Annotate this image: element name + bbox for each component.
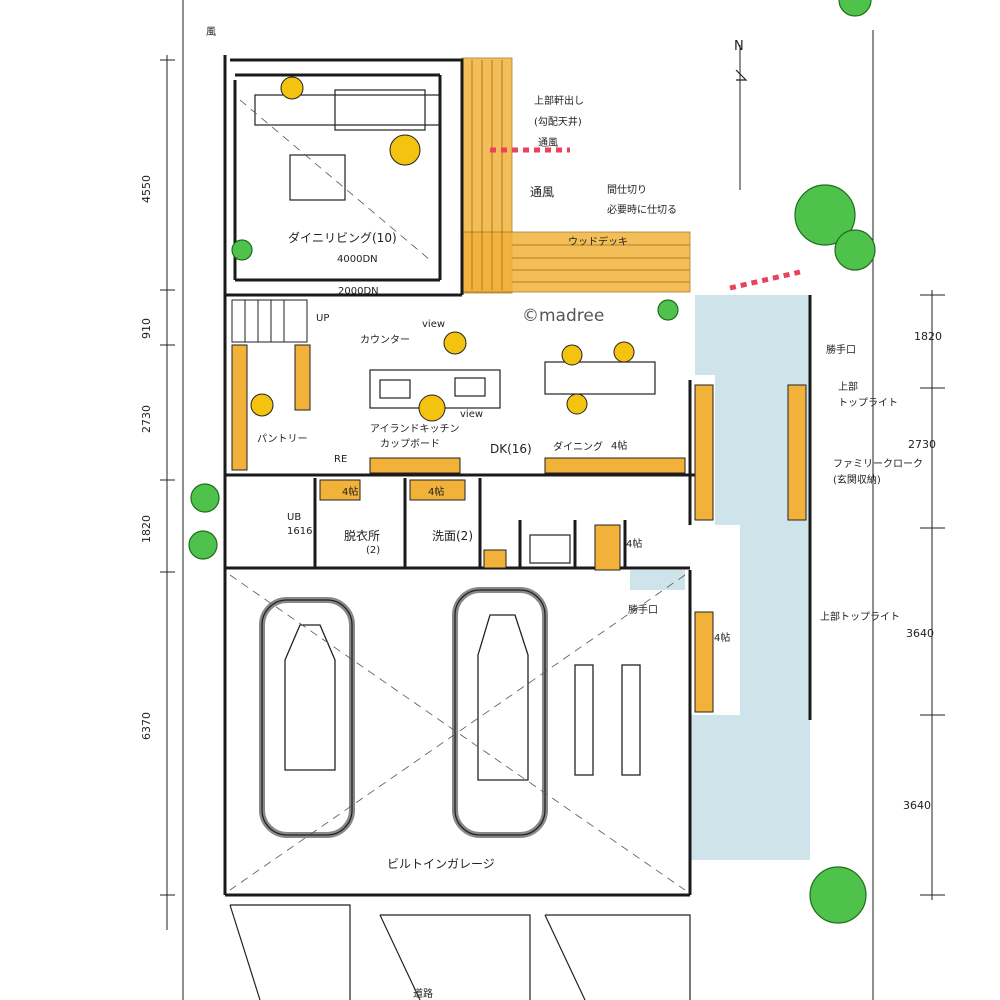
dim-right-2: 2730 xyxy=(908,438,936,451)
north-label: N xyxy=(734,39,744,54)
ldk-label: DK(16) xyxy=(490,442,532,456)
dining-label: ダイニング xyxy=(553,442,603,453)
living-sub-dim-label: 2000DN xyxy=(338,286,379,297)
red-dash-lines xyxy=(490,147,801,291)
garage-cars xyxy=(259,587,641,838)
trees xyxy=(188,0,876,924)
wind-label: 通風 xyxy=(530,185,555,199)
top-light-label-2: トップライト xyxy=(838,398,898,409)
storage-label-5: 4帖 xyxy=(714,633,731,644)
furniture xyxy=(254,89,656,564)
storage-label-2: 4帖 xyxy=(428,487,445,498)
storage-label-3: 4帖 xyxy=(611,441,628,452)
fridge-label: RE xyxy=(334,454,348,465)
watermark: ©madree xyxy=(522,306,605,326)
counter-label: カウンター xyxy=(360,335,410,346)
eaves-sub-label: (勾配天井) xyxy=(534,117,582,128)
dim-left-5: 6370 xyxy=(140,712,153,740)
built-in-storage xyxy=(231,344,807,713)
family-closet-label: ファミリークローク xyxy=(833,459,923,470)
island-kitchen-label: アイランドキッチン xyxy=(370,424,460,435)
living-dim-label: 4000DN xyxy=(337,254,378,265)
family-closet-sub-label: (玄関収納) xyxy=(833,475,881,486)
concrete-area xyxy=(630,295,810,860)
dim-right-1: 1820 xyxy=(914,330,942,343)
wind-note-label: 通風 xyxy=(538,138,558,149)
storage-label-1: 4帖 xyxy=(342,487,359,498)
view-label-2: view xyxy=(460,409,484,420)
partition-label-1: 間仕切り xyxy=(607,185,647,196)
wood-deck xyxy=(461,57,691,294)
garage-label: ビルトインガレージ xyxy=(387,857,495,871)
washroom-label: 洗面(2) xyxy=(432,529,473,543)
dim-left-2: 910 xyxy=(140,318,153,339)
corner-mark: 風 xyxy=(206,27,216,38)
kattekuchi-label-1: 勝手口 xyxy=(826,345,856,356)
eaves-label: 上部軒出し xyxy=(534,96,584,107)
partition-label-2: 必要時に仕切る xyxy=(607,205,677,216)
garage-doors xyxy=(229,904,691,1000)
dim-right-3: 3640 xyxy=(906,627,934,640)
bath-size-label: 1616 xyxy=(287,526,313,537)
bottom-text-label: 道路 xyxy=(413,989,433,1000)
wood-deck-label: ウッドデッキ xyxy=(568,237,628,248)
stairs xyxy=(231,299,308,343)
dim-left-3: 2730 xyxy=(140,405,153,433)
people xyxy=(250,76,635,422)
storage-label-4: 4帖 xyxy=(626,539,643,550)
up-label: UP xyxy=(316,313,330,324)
living-dining-label: ダイニリビング(10) xyxy=(288,231,397,245)
outdoor-light-label: 上部トップライト xyxy=(820,612,900,623)
dim-left-1: 4550 xyxy=(140,175,153,203)
dressing-label: 脱衣所 xyxy=(344,529,381,543)
dressing-num-label: (2) xyxy=(366,545,381,556)
view-label-1: view xyxy=(422,319,446,330)
dimension-lines xyxy=(160,0,945,1000)
kattekuchi-label-2: 勝手口 xyxy=(628,605,658,616)
dim-right-4: 3640 xyxy=(903,799,931,812)
dim-left-4: 1820 xyxy=(140,515,153,543)
bath-label: UB xyxy=(287,512,302,523)
pantry-label: パントリー xyxy=(257,434,308,445)
top-light-label: 上部 xyxy=(838,382,858,393)
cupboard-label: カップボード xyxy=(380,439,440,450)
north-arrow-icon xyxy=(735,69,748,81)
